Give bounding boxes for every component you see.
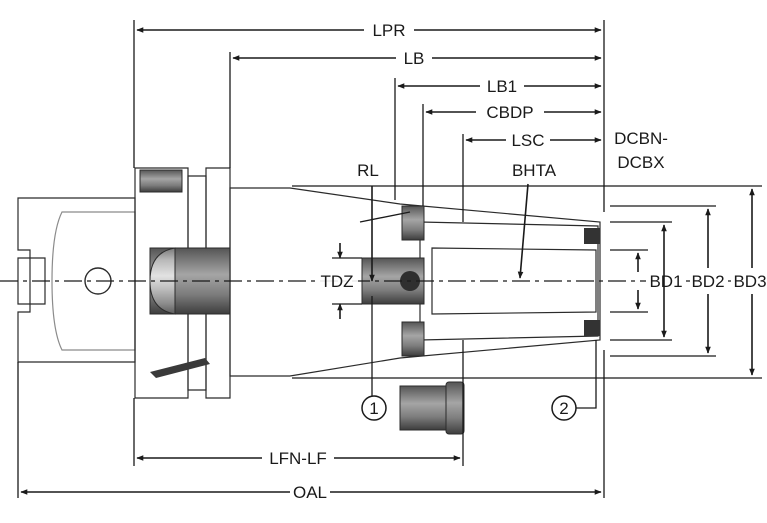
flange-ring	[205, 167, 231, 399]
dim-oal: OAL	[20, 483, 602, 502]
label-bhta: BHTA	[512, 161, 557, 180]
label-dcbx: DCBX	[617, 153, 664, 172]
dim-cbdp: CBDP	[425, 103, 602, 122]
dim-lpr: LPR	[136, 21, 602, 40]
label-bd1: BD1	[649, 272, 682, 291]
label-dcbn: DCBN-	[614, 129, 668, 148]
dim-bd3: BD3	[732, 188, 767, 376]
radial-hole-bottom	[401, 321, 425, 357]
label-lb1: LB1	[487, 77, 517, 96]
nose-tab-top	[584, 228, 600, 244]
callout-2-label: 2	[559, 399, 568, 418]
shank-recess	[51, 211, 136, 351]
flange-notch-top	[139, 169, 183, 193]
label-bd2: BD2	[691, 272, 724, 291]
label-lsc: LSC	[511, 131, 544, 150]
label-lpr: LPR	[372, 21, 405, 40]
label-oal: OAL	[293, 483, 327, 502]
dim-lb1: LB1	[397, 77, 602, 96]
dim-lsc: LSC	[465, 131, 602, 150]
dim-tdz: TDZ	[316, 243, 362, 319]
flange-slot-bottom	[150, 358, 210, 378]
main-taper-body	[229, 187, 601, 377]
radial-hole-top	[401, 205, 425, 241]
callout-1: 1	[361, 296, 387, 421]
extension-lines	[17, 20, 762, 498]
label-lfn-lf: LFN-LF	[269, 449, 327, 468]
dim-bd2: BD2	[661, 224, 728, 338]
label-rl: RL	[357, 161, 379, 180]
label-tdz: TDZ	[320, 272, 353, 291]
dim-lfn-lf: LFN-LF	[136, 449, 461, 468]
dim-bhta: BHTA	[512, 161, 557, 279]
threaded-insert-part	[399, 381, 465, 435]
label-lb: LB	[404, 49, 425, 68]
bore-inner	[431, 247, 597, 315]
hsk-shank	[17, 197, 136, 363]
drive-slot	[17, 257, 46, 305]
shrink-bore	[419, 221, 599, 341]
dim-lb: LB	[232, 49, 602, 68]
label-cbdp: CBDP	[486, 103, 533, 122]
tool-holder-body	[17, 167, 601, 399]
callout-1-label: 1	[369, 399, 378, 418]
flange	[134, 167, 189, 399]
callout-2: 2	[551, 340, 597, 421]
nose-tab-bottom	[584, 320, 600, 336]
label-bd3: BD3	[733, 272, 766, 291]
dim-rl: RL	[357, 161, 411, 282]
